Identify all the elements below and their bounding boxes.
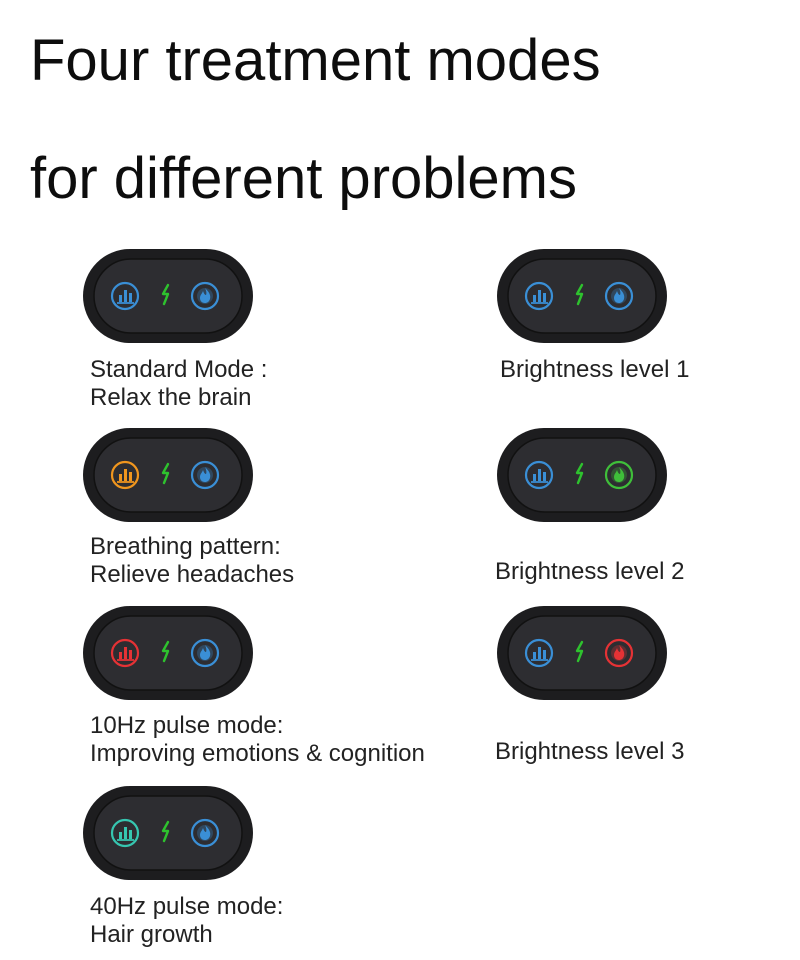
- title-line-2: for different problems: [30, 146, 577, 211]
- power-indicator-icon: [161, 462, 170, 485]
- device-body: [497, 606, 667, 700]
- mode-button-icon: [110, 638, 140, 668]
- mode-device-breathing: [82, 427, 254, 523]
- mode-benefit: Improving emotions & cognition: [90, 740, 425, 767]
- mode-caption-10hz: 10Hz pulse mode: Improving emotions & co…: [90, 712, 425, 768]
- power-indicator-icon: [161, 283, 170, 306]
- brightness-caption-1: Brightness level 1: [500, 356, 689, 384]
- device-body: [83, 249, 253, 343]
- brightness-caption-2: Brightness level 2: [495, 558, 684, 586]
- power-indicator-icon: [161, 640, 170, 663]
- device-body: [83, 786, 253, 880]
- power-indicator-icon: [575, 283, 584, 306]
- brightness-label: Brightness level 2: [495, 558, 685, 585]
- mode-device-standard: [82, 248, 254, 344]
- mode-button-icon: [110, 460, 140, 490]
- power-indicator-icon: [575, 462, 584, 485]
- mode-button-icon: [524, 281, 554, 311]
- mode-caption-breathing: Breathing pattern: Relieve headaches: [90, 533, 294, 589]
- brightness-label: Brightness level 1: [500, 356, 690, 383]
- brightness-button-icon: [604, 460, 634, 490]
- device-body: [497, 428, 667, 522]
- brightness-caption-3: Brightness level 3: [495, 738, 684, 766]
- mode-button-icon: [110, 281, 140, 311]
- device-body: [83, 428, 253, 522]
- mode-button-icon: [524, 460, 554, 490]
- mode-name: 40Hz pulse mode:: [90, 893, 284, 920]
- mode-name: 10Hz pulse mode:: [90, 712, 284, 739]
- mode-device-10hz: [82, 605, 254, 701]
- power-indicator-icon: [161, 820, 170, 843]
- device-body: [83, 606, 253, 700]
- mode-button-icon: [110, 818, 140, 848]
- brightness-device-3: [496, 605, 668, 701]
- brightness-device-2: [496, 427, 668, 523]
- brightness-button-icon: [604, 638, 634, 668]
- brightness-device-1: [496, 248, 668, 344]
- mode-benefit: Hair growth: [90, 921, 213, 948]
- mode-name: Breathing pattern:: [90, 533, 281, 560]
- title-line-1: Four treatment modes: [30, 28, 601, 93]
- brightness-button-icon: [604, 281, 634, 311]
- power-indicator-icon: [575, 640, 584, 663]
- mode-caption-standard: Standard Mode : Relax the brain: [90, 356, 267, 412]
- brightness-button-icon: [190, 818, 220, 848]
- mode-device-40hz: [82, 785, 254, 881]
- mode-caption-40hz: 40Hz pulse mode: Hair growth: [90, 893, 283, 949]
- mode-name: Standard Mode :: [90, 356, 268, 383]
- mode-button-icon: [524, 638, 554, 668]
- brightness-button-icon: [190, 281, 220, 311]
- mode-benefit: Relieve headaches: [90, 561, 295, 588]
- brightness-button-icon: [190, 460, 220, 490]
- mode-benefit: Relax the brain: [90, 384, 252, 411]
- device-body: [497, 249, 667, 343]
- brightness-button-icon: [190, 638, 220, 668]
- brightness-label: Brightness level 3: [495, 738, 685, 765]
